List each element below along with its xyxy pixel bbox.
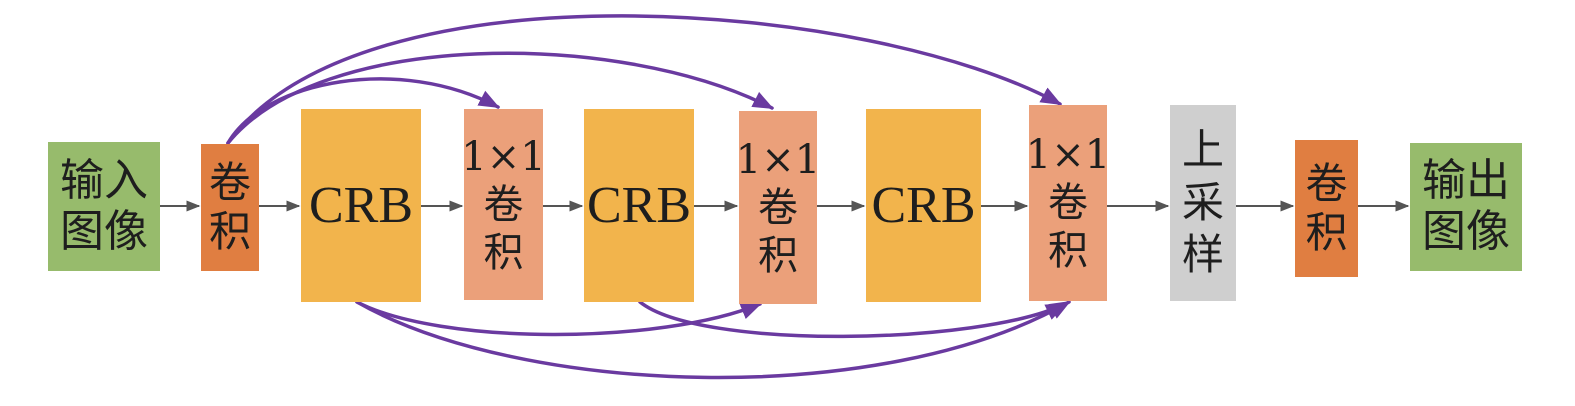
crb-2-label: CRB [586,176,692,234]
skip-crb1-to-1x1-3 [355,300,1071,380]
output-conv-node: 卷 积 [1295,140,1358,277]
output-conv-label: 卷 积 [1305,159,1348,257]
skip-conv-to-1x1-2 [226,51,774,145]
input-image-node: 输入 图像 [48,142,160,271]
input-conv-node: 卷 积 [201,144,259,271]
crb-3-label: CRB [871,176,976,234]
input-conv-label: 卷 积 [208,158,251,256]
crb-block-1: CRB [301,109,421,302]
crb-block-2: CRB [584,109,694,302]
conv1x1-node-2: 1×1 卷 积 [735,111,821,304]
output-image-node: 输出 图像 [1410,143,1522,271]
input-image-label: 输入 图像 [60,154,148,257]
skip-crb1-to-1x1-2 [355,300,762,337]
skip-conv-to-1x1-3 [226,14,1062,145]
conv1x1-node-3: 1×1 卷 积 [1025,105,1111,301]
upsample-label: 上 采 样 [1181,125,1224,280]
conv1x1-2-label: 1×1 卷 积 [735,136,821,279]
upsample-node: 上 采 样 [1170,105,1236,301]
skip-crb2-to-1x1-3 [638,300,1067,339]
output-image-label: 输出 图像 [1422,155,1510,257]
conv1x1-1-label: 1×1 卷 积 [461,133,546,276]
conv1x1-node-1: 1×1 卷 积 [461,109,546,300]
conv1x1-3-label: 1×1 卷 积 [1025,132,1111,274]
crb-1-label: CRB [308,176,414,234]
skip-connection-arrows [226,14,1071,380]
crb-block-3: CRB [866,109,981,302]
